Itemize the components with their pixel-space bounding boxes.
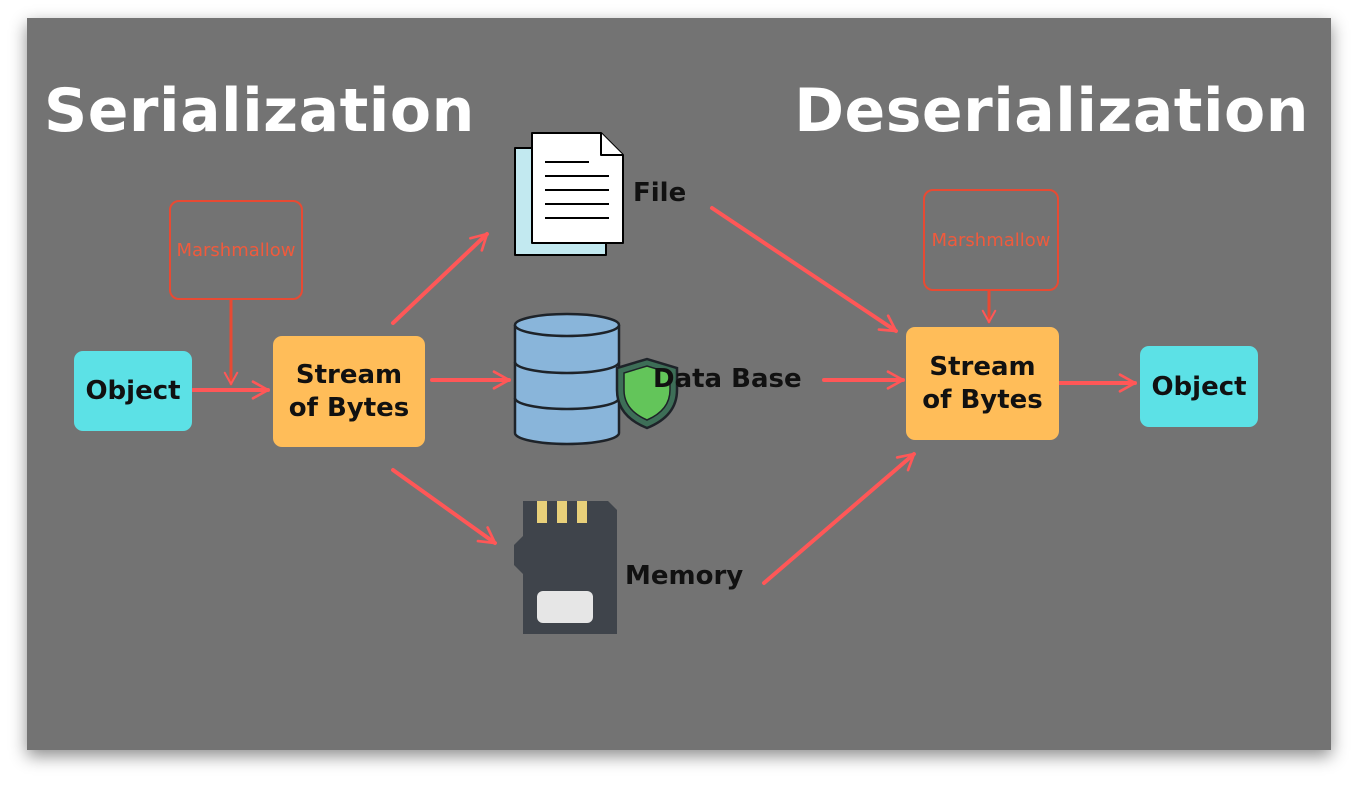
database-label: Data Base bbox=[653, 364, 802, 394]
marshmallow-box-serialize: Marshmallow bbox=[169, 200, 303, 300]
marshmallow-label: Marshmallow bbox=[931, 229, 1051, 251]
object-label: Object bbox=[85, 376, 181, 406]
arrows bbox=[191, 206, 1137, 585]
file-label: File bbox=[633, 178, 687, 208]
arrow-memory-to-stream bbox=[762, 452, 916, 585]
marshmallow-box-deserialize: Marshmallow bbox=[923, 189, 1059, 291]
stream-box-deserialize: Stream of Bytes bbox=[906, 327, 1059, 440]
stream-box-serialize: Stream of Bytes bbox=[273, 336, 425, 447]
marshmallow-label: Marshmallow bbox=[176, 239, 296, 261]
diagram-svg bbox=[191, 132, 1137, 634]
arrow-file-to-stream bbox=[710, 206, 898, 333]
file-icon bbox=[514, 132, 624, 256]
deserialization-title: Deserialization bbox=[794, 76, 1309, 146]
arrow-stream-to-memory bbox=[391, 468, 497, 545]
serialization-title: Serialization bbox=[44, 76, 475, 146]
database-icon bbox=[513, 312, 621, 446]
memory-label: Memory bbox=[625, 561, 744, 591]
memory-card-icon bbox=[514, 501, 617, 634]
arrow-stream-to-file bbox=[391, 232, 489, 325]
object-box-deserialize: Object bbox=[1140, 346, 1258, 427]
diagram-canvas: Serialization Deserialization Marshmallo… bbox=[27, 18, 1331, 750]
shield-icon bbox=[615, 357, 679, 430]
object-box-serialize: Object bbox=[74, 351, 192, 431]
stream-label: Stream of Bytes bbox=[288, 359, 410, 423]
object-label: Object bbox=[1151, 371, 1247, 402]
stream-label: Stream of Bytes bbox=[922, 351, 1043, 415]
